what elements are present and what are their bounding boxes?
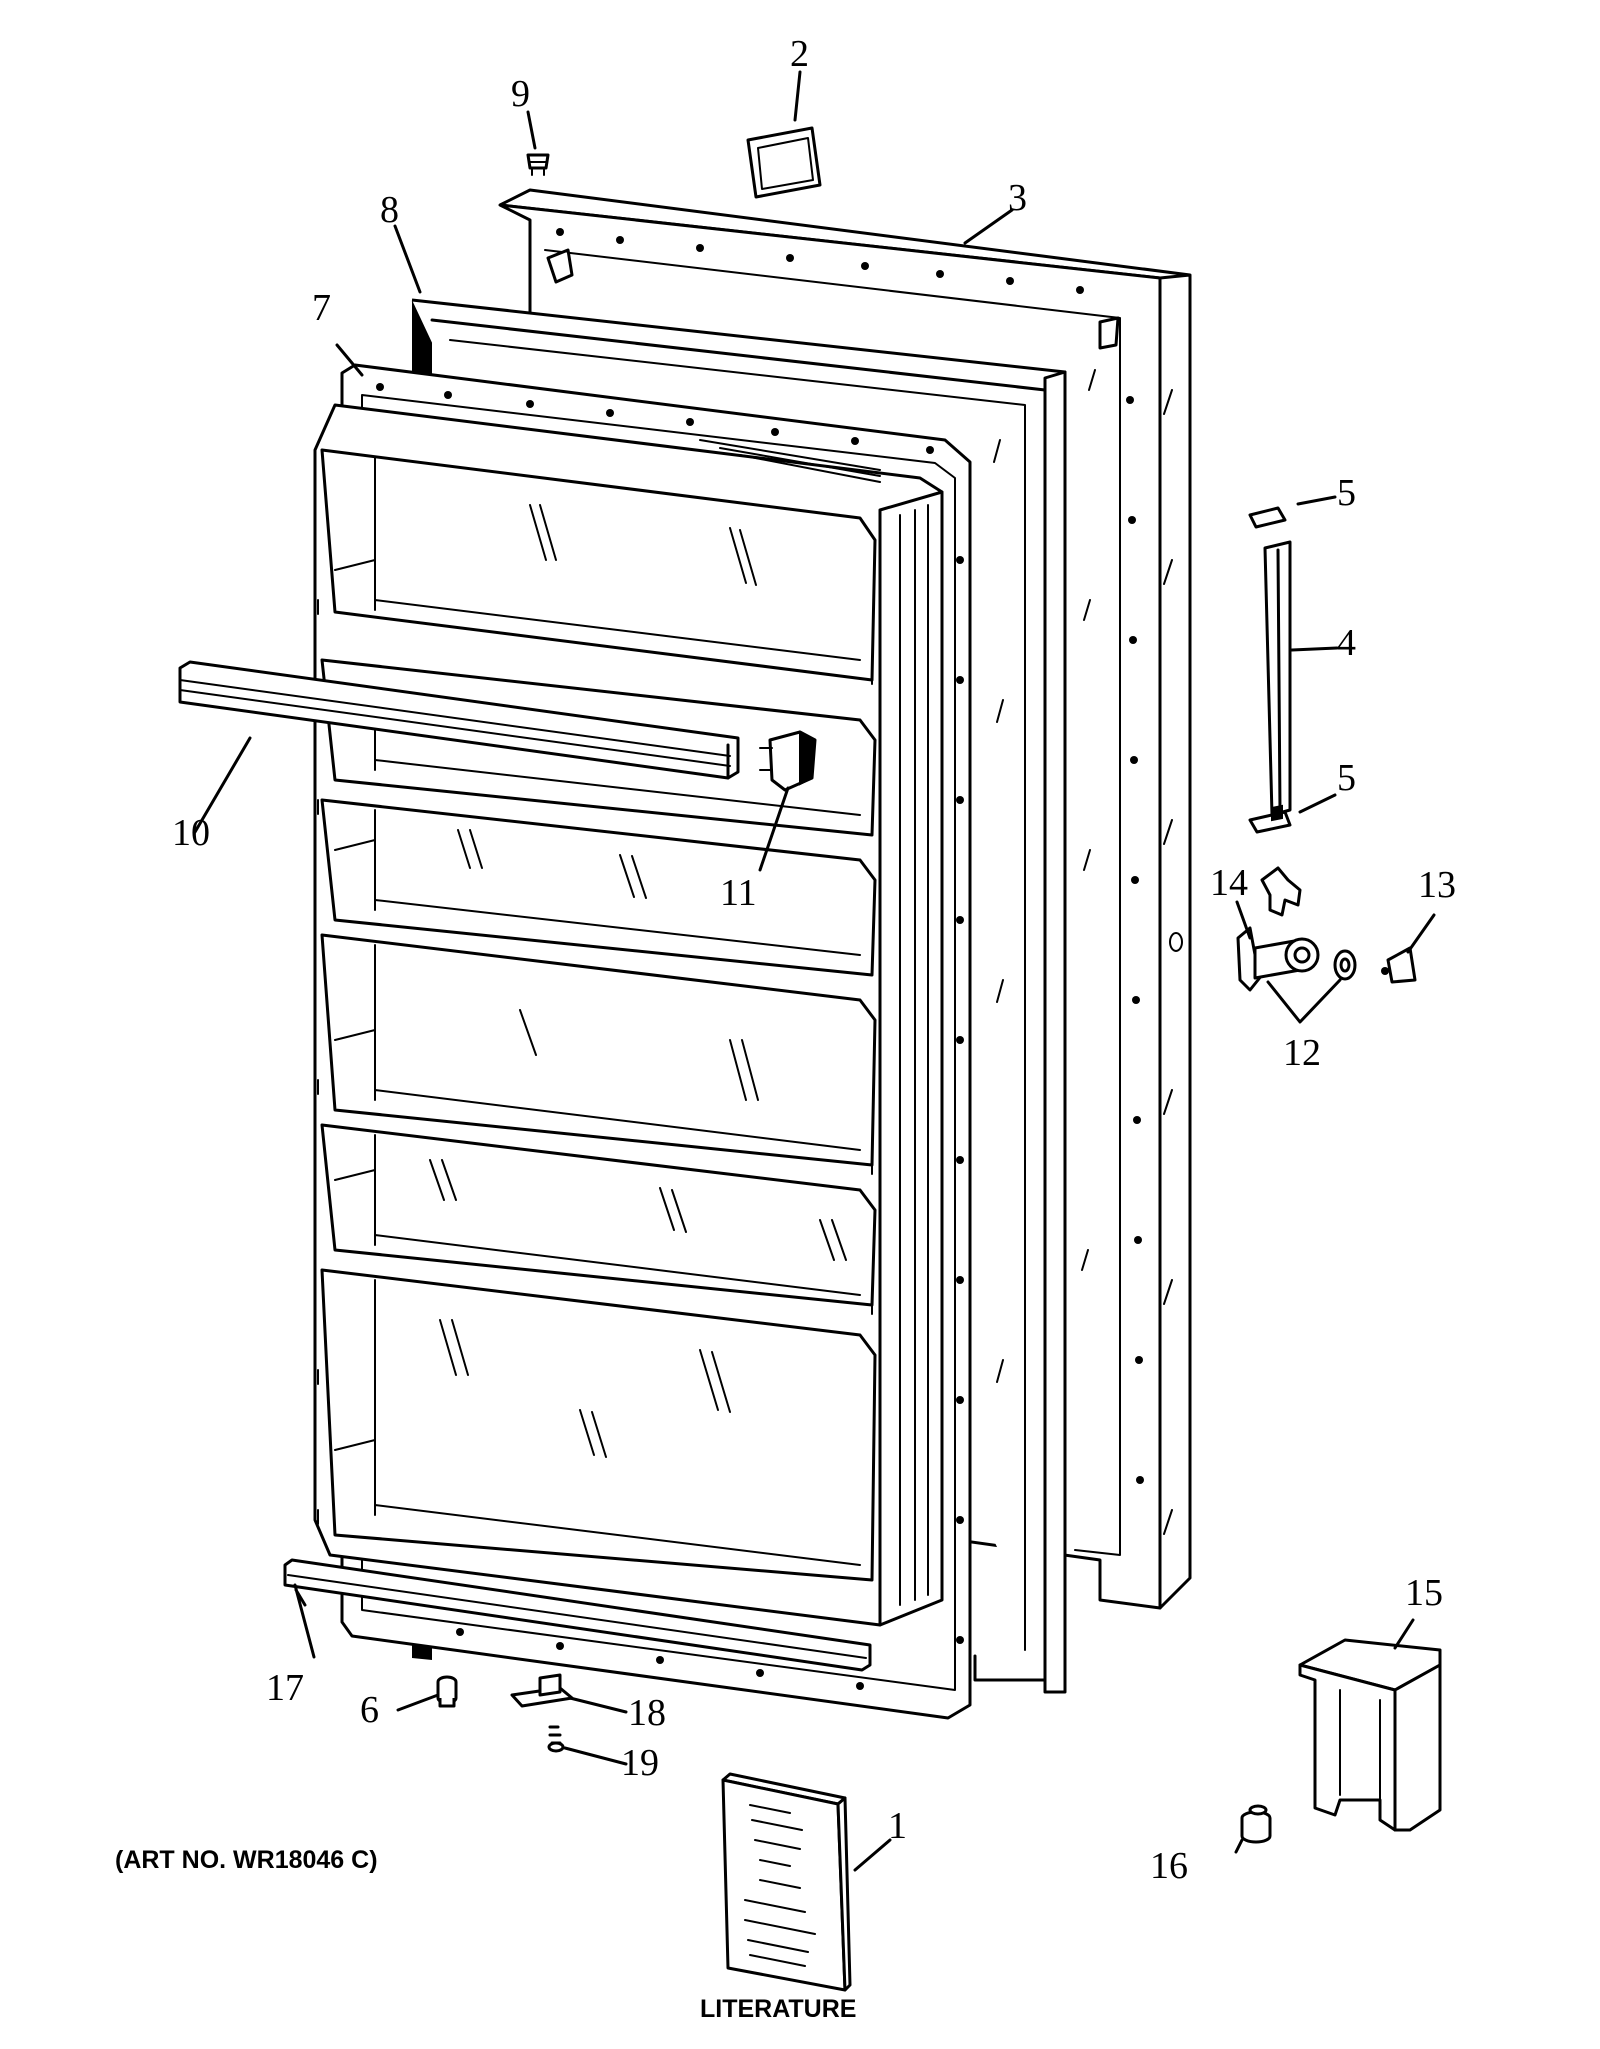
part-9 (526, 153, 550, 176)
callout-1: 1 (888, 1805, 907, 1847)
callout-6: 6 (360, 1689, 379, 1731)
callout-19: 19 (621, 1742, 659, 1784)
part-13 (1381, 946, 1417, 984)
literature-booklet (721, 1772, 852, 1992)
callout-5-bottom: 5 (1337, 757, 1356, 799)
callout-14: 14 (1210, 862, 1248, 904)
part-16 (1240, 1804, 1272, 1844)
liner-flange-screw-holes (376, 383, 964, 1690)
callout-11: 11 (720, 872, 757, 914)
callout-2: 2 (790, 33, 809, 75)
callout-10: 10 (172, 812, 210, 854)
callout-12: 12 (1283, 1032, 1321, 1074)
part-5-top (1248, 506, 1287, 529)
part-2 (746, 126, 822, 199)
part-12 (1253, 937, 1357, 981)
art-number-caption: (ART NO. WR18046 C) (115, 1846, 378, 1874)
part-5-bottom (1248, 804, 1292, 834)
part-6 (436, 1675, 458, 1708)
callout-13: 13 (1418, 864, 1456, 906)
callout-15: 15 (1405, 1572, 1443, 1614)
callout-labels: 2 9 3 8 7 5 4 5 10 11 14 13 12 15 17 6 1… (172, 33, 1456, 1887)
callout-9: 9 (511, 73, 530, 115)
bar-end-cap (759, 730, 817, 792)
part-15 (1298, 1638, 1442, 1832)
outer-panel-screw-holes (556, 228, 1144, 1484)
door-liner-box (313, 403, 944, 1627)
callout-16: 16 (1150, 1845, 1188, 1887)
callout-3: 3 (1008, 177, 1027, 219)
part-19 (547, 1725, 565, 1753)
callout-18: 18 (628, 1692, 666, 1734)
bottom-trim (283, 1558, 872, 1672)
callout-8: 8 (380, 189, 399, 231)
callout-7: 7 (312, 287, 331, 329)
leader-lines (193, 70, 1436, 1872)
part-4 (1263, 540, 1292, 817)
door-bar (178, 660, 740, 780)
callout-5-top: 5 (1337, 472, 1356, 514)
part-18 (510, 1673, 574, 1708)
callout-4: 4 (1337, 622, 1356, 664)
literature-caption: LITERATURE (700, 1995, 856, 2023)
callout-17: 17 (266, 1667, 304, 1709)
